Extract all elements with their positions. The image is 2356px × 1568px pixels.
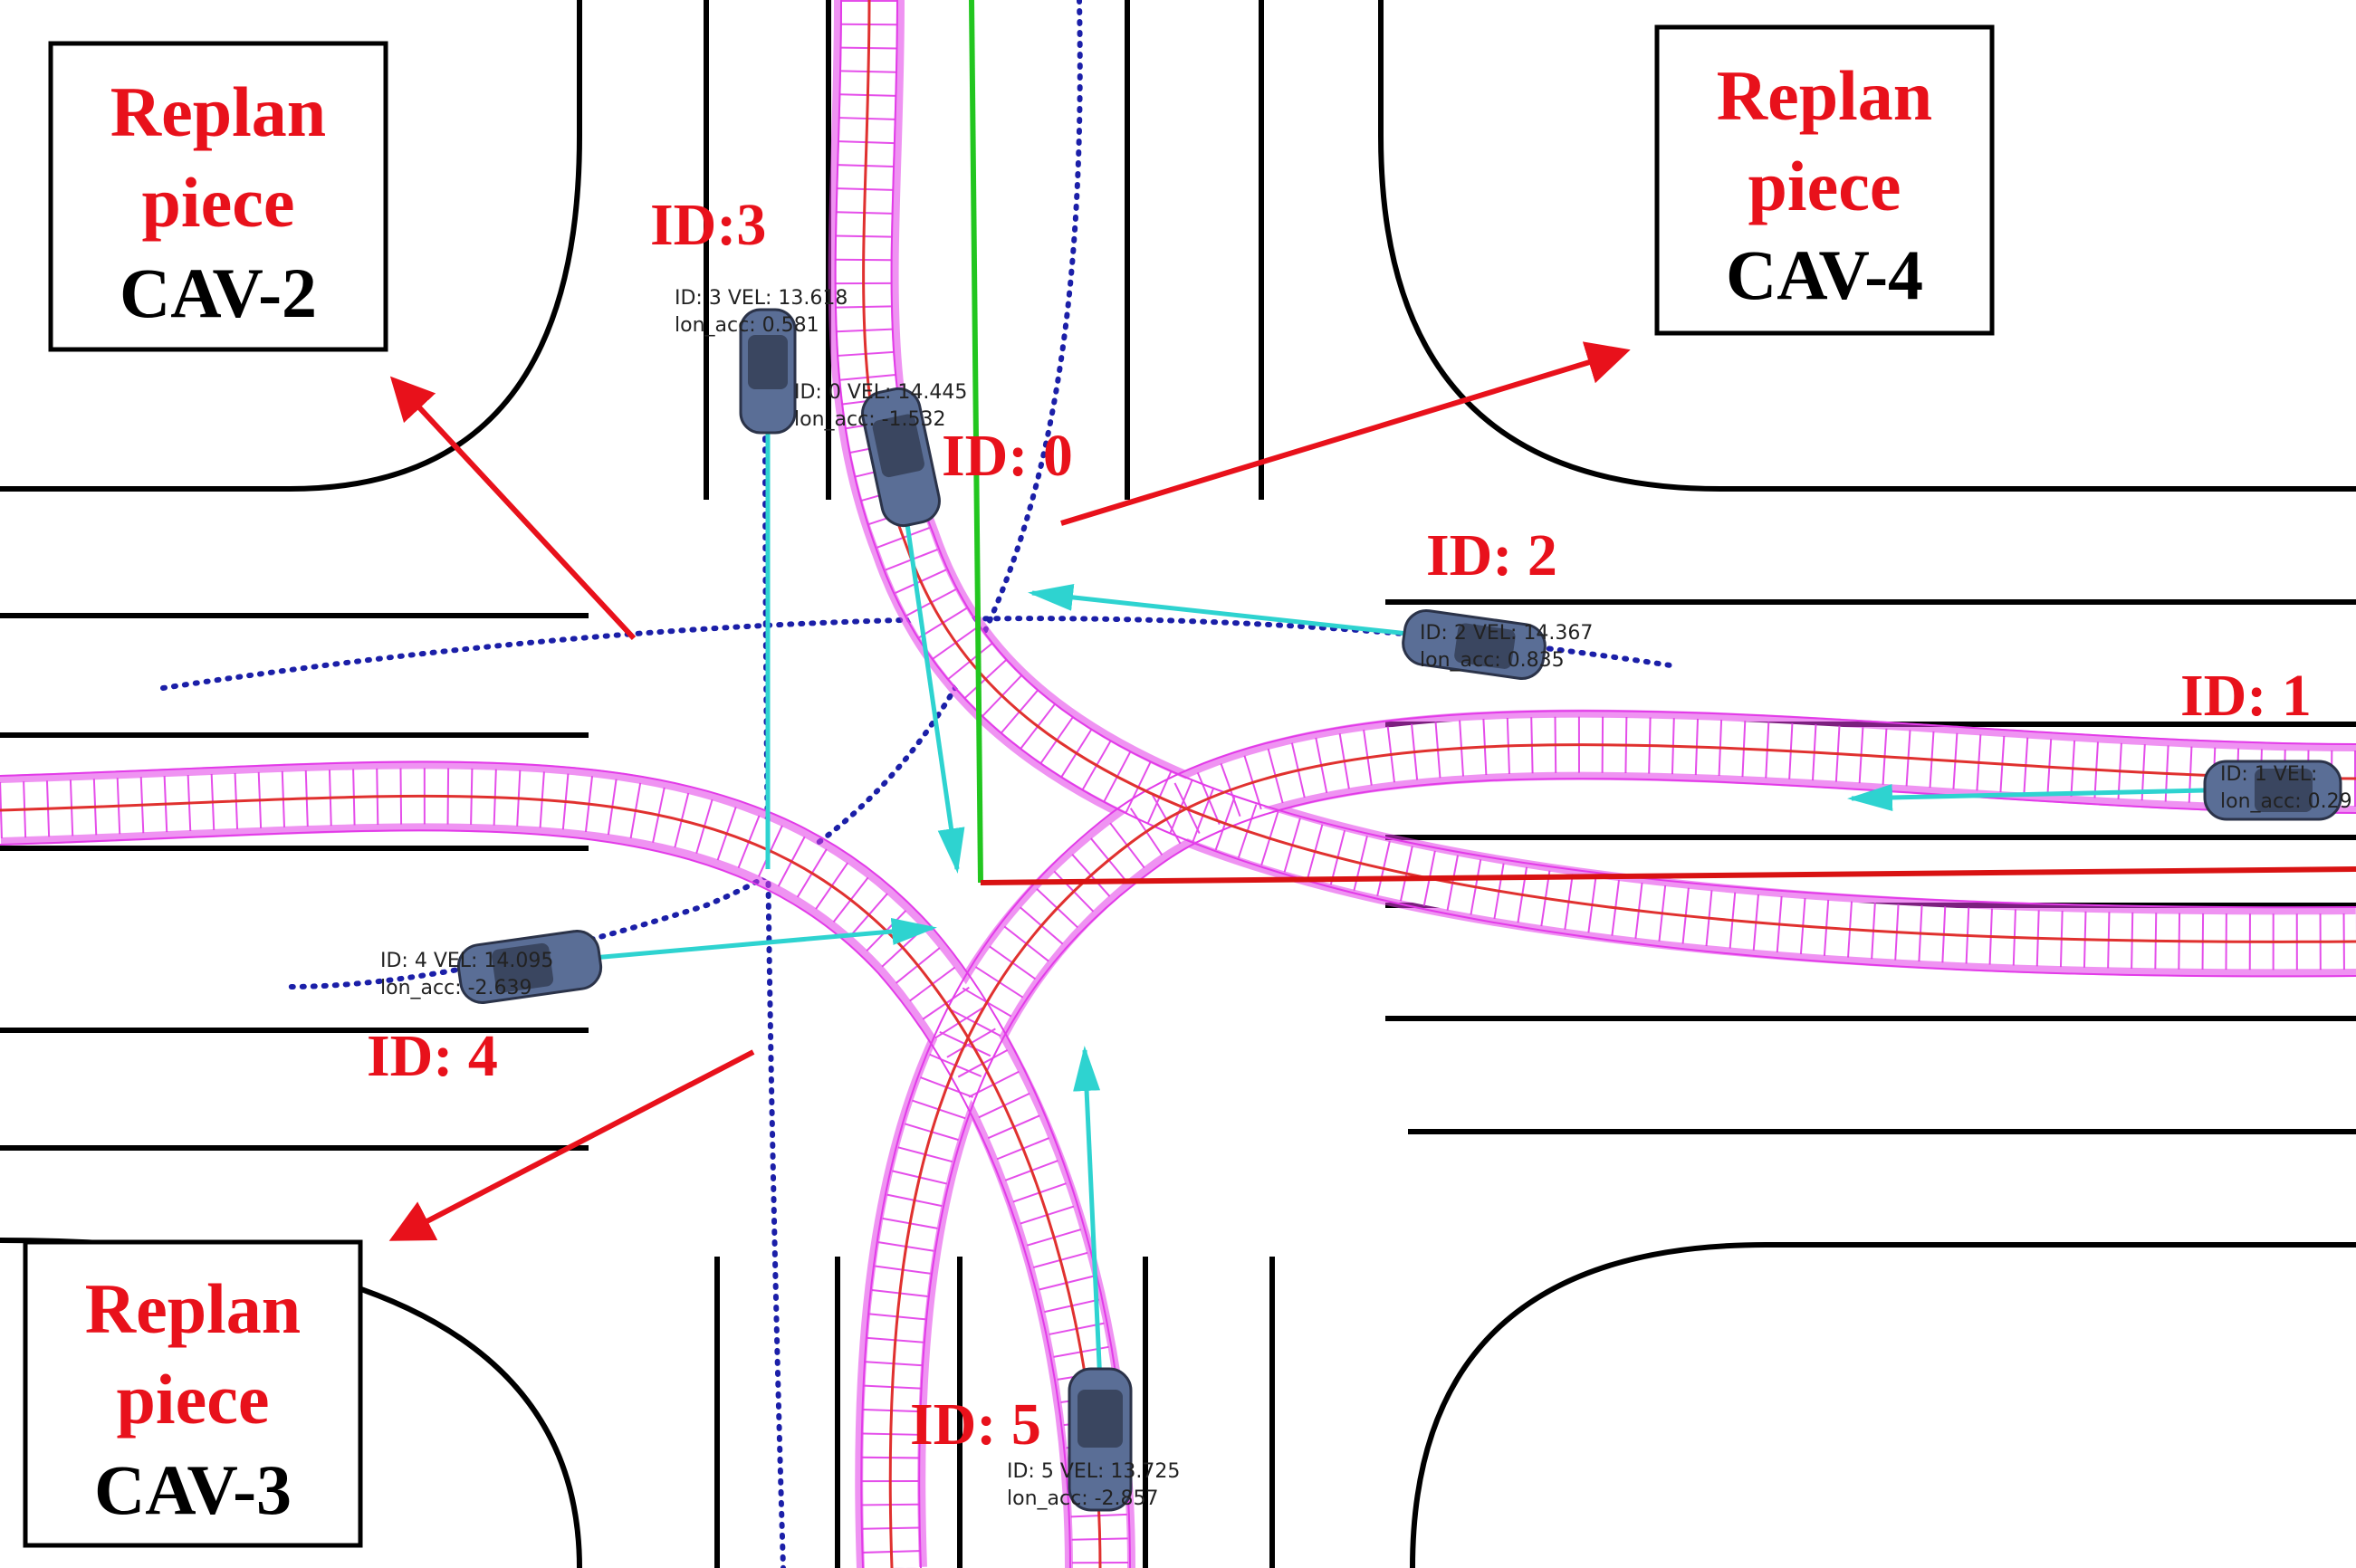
id-label-4: ID: 4 [367,1023,498,1089]
info-id2-vel: ID: 2 VEL: 14.367 [1420,622,1593,645]
car-id4 [456,930,603,1004]
curb-bottom-right [1410,1242,2356,1568]
id-label-5: ID: 5 [910,1391,1041,1458]
box-line-piece: piece [142,163,295,242]
info-id3-vel: ID: 3 VEL: 13.618 [675,287,848,310]
box-line-replan: Replan [85,1269,301,1348]
velocity-vector-id0 [903,511,965,874]
replan-box-cav4: Replan piece CAV-4 [1654,24,1995,336]
info-id5-vel: ID: 5 VEL: 13.725 [1007,1460,1180,1483]
id-label-3: ID:3 [650,192,766,258]
car-id2 [1402,609,1547,680]
replan-box-cav3: Replan piece CAV-3 [23,1239,363,1548]
id-label-0: ID: 0 [942,423,1073,489]
curb-top-left [0,0,582,492]
centerline-id5 [888,743,2356,1568]
arrow-to-cav2 [389,376,637,641]
info-id3-acc: lon_acc: 0.581 [675,314,819,337]
replan-arrows [388,341,1631,1241]
car-id3 [739,308,797,435]
velocity-vector-id4 [592,918,937,961]
centerline-id0 [862,0,2356,943]
replan-box-cav2: Replan piece CAV-2 [48,41,388,352]
velocity-vector-id1 [1847,783,2206,811]
info-id5-acc: lon_acc: -2.857 [1007,1487,1159,1510]
info-id2-acc: lon_acc: 0.835 [1420,649,1565,672]
vehicle-info: ID: 3 VEL: 13.618 lon_acc: 0.581 ID: 0 V… [380,287,2352,1510]
arrow-to-cav3 [388,1049,755,1241]
info-id1-acc: lon_acc: 0.29 [2220,790,2352,813]
info-id4-vel: ID: 4 VEL: 14.095 [380,950,553,972]
arrow-to-cav4 [1060,341,1631,526]
box-line-replan: Replan [110,72,326,151]
dotted-path-id0 [285,0,1083,990]
centerline-id4 [0,794,1102,1568]
box-line-cav: CAV-4 [1726,235,1923,314]
axis-y-line [969,0,983,884]
info-id0-acc: lon_acc: -1.532 [794,408,946,431]
box-line-cav: CAV-2 [120,253,317,332]
velocity-vector-id2 [1028,583,1409,636]
id-labels: ID:3 ID: 0 ID: 2 ID: 1 ID: 4 ID: 5 [367,192,2312,1458]
id-label-2: ID: 2 [1426,522,1557,588]
car-id5 [1068,1367,1133,1512]
vehicles [456,308,2342,1512]
info-id4-acc: lon_acc: -2.639 [380,977,532,999]
coordinate-axes [969,0,2356,885]
car-id0 [861,387,941,528]
box-line-replan: Replan [1717,56,1932,135]
info-id0-vel: ID: 0 VEL: 14.445 [794,381,967,404]
box-line-cav: CAV-3 [94,1450,292,1529]
axis-x-line [980,866,2356,885]
car-id1 [2203,760,2342,821]
info-id1-vel: ID: 1 VEL: [2220,763,2317,786]
box-line-piece: piece [1748,147,1901,225]
id-label-1: ID: 1 [2180,663,2312,729]
velocity-vectors [592,425,2206,1384]
velocity-vector-id5 [1073,1046,1103,1384]
box-line-piece: piece [117,1360,270,1439]
